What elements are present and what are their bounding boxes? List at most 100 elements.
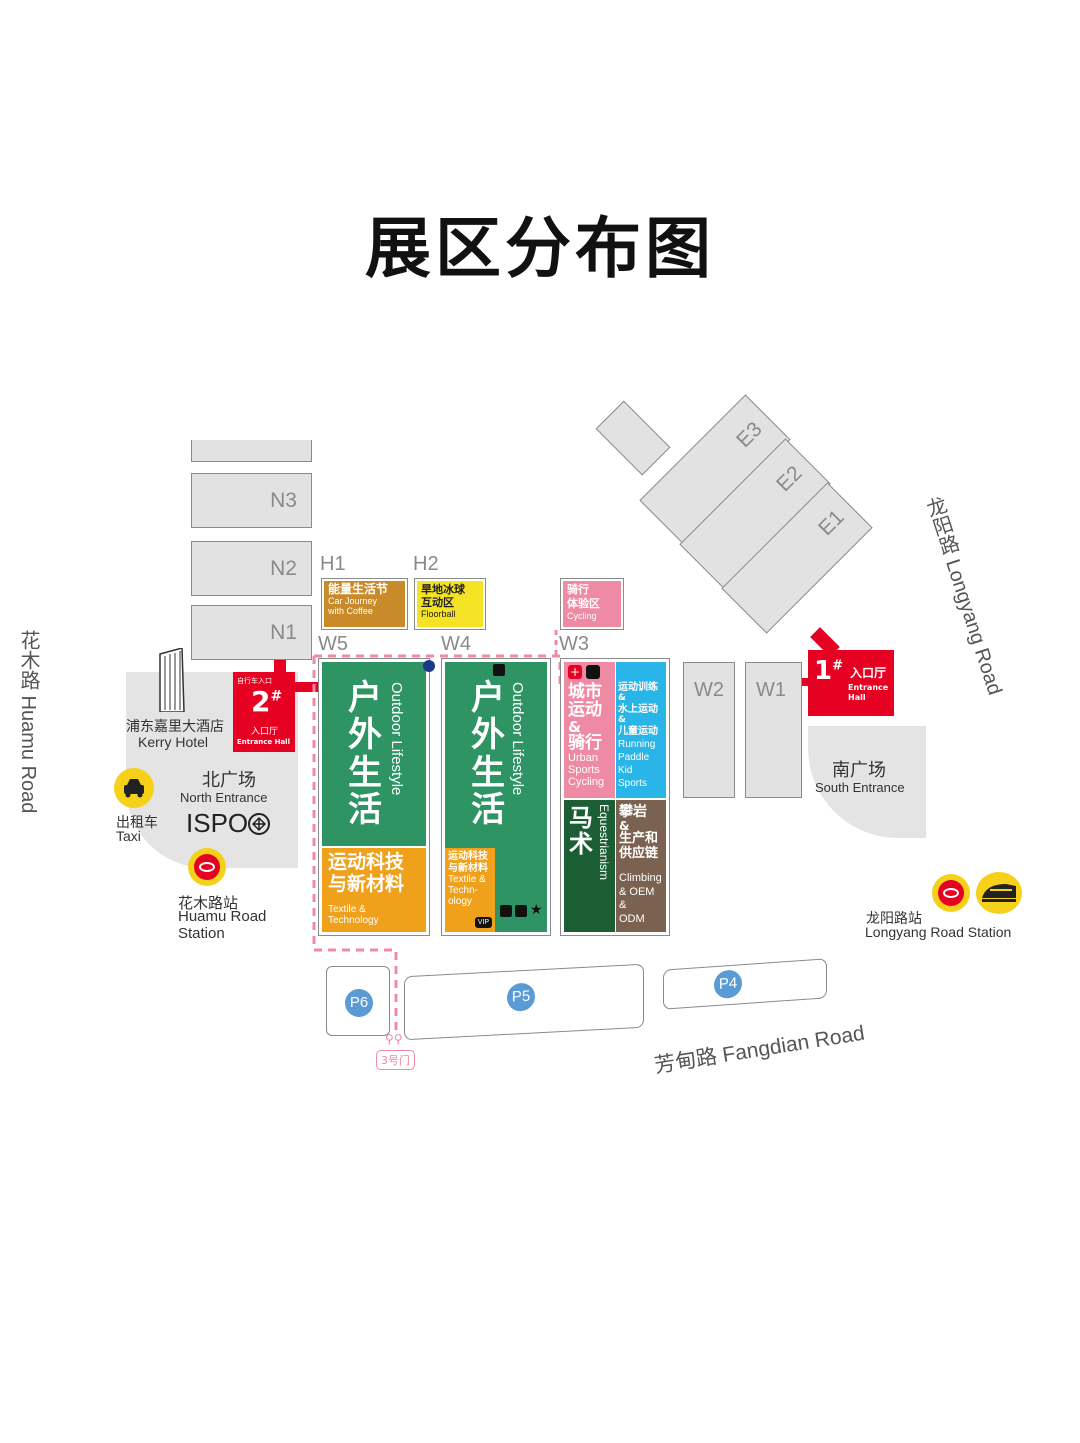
zone-w3-equest-en: Equestrianism: [597, 804, 611, 881]
hall-w4[interactable]: 户外生活 Outdoor Lifestyle 运动科技 与新材料 Textile…: [441, 658, 551, 936]
zone-w3-running[interactable]: 运动训练 & 水上运动 & 儿童运动 Running Paddle Kid Sp…: [616, 662, 666, 798]
zone-w3-urban-en1: Urban: [568, 752, 598, 765]
zone-h2-en: Floorball: [421, 609, 456, 620]
hall-n1[interactable]: N1: [191, 605, 312, 660]
kerry-hotel-cn: 浦东嘉里大酒店: [126, 718, 224, 734]
metro-icon-longyang: [932, 874, 970, 912]
parking-p4-badge: P4: [714, 969, 742, 1000]
hall-n1-label: N1: [270, 620, 297, 644]
restroom-icon: [586, 665, 600, 679]
entrance-2[interactable]: 自行车入口 2# 入口厅 Entrance Hall: [233, 672, 295, 752]
gate-3[interactable]: 3号门: [376, 1050, 415, 1070]
hall-w2[interactable]: W2: [683, 662, 735, 798]
zone-w3-run-cn1: 运动训练: [618, 682, 658, 693]
parking-p6[interactable]: P6: [326, 966, 390, 1036]
north-entrance-en: North Entrance: [180, 790, 268, 805]
hall-n2-label: N2: [270, 556, 297, 580]
zone-w5-textile-cn2: 与新材料: [328, 872, 405, 895]
zone-w3-run-cn5: 儿童运动: [618, 725, 658, 737]
hall-w5[interactable]: 户外生活 Outdoor Lifestyle 运动科技 与新材料 Textile…: [318, 658, 430, 936]
entrance-2-hash: #: [270, 688, 283, 705]
zone-w5-outdoor-en: Outdoor Lifestyle: [388, 682, 405, 796]
zone-cycling[interactable]: 骑行 体验区 Cycling: [560, 578, 624, 630]
hall-w1-label: W1: [756, 679, 786, 701]
zone-w3-urban-cn1: 城市: [568, 682, 602, 702]
zone-w5-textile-en1: Textile &: [328, 903, 366, 915]
zone-w3-climb-cn1: 攀岩: [619, 804, 647, 820]
parking-p5[interactable]: P5: [404, 963, 644, 1041]
stage-icon: [493, 664, 505, 676]
vip-badge: VIP: [474, 917, 492, 928]
parking-p5-badge: P5: [507, 982, 535, 1012]
zone-w3-run-en3: Kid Sports: [618, 764, 647, 789]
hall-partial-top: [191, 440, 312, 462]
zone-w3-urban-cn3: &: [568, 717, 582, 736]
zone-w3-climb-cn3: 生产和: [619, 831, 659, 847]
entrance-1[interactable]: 1# 入口厅 Entrance Hall: [808, 650, 894, 716]
zone-h2-cn1: 旱地冰球: [421, 583, 465, 596]
entrance-2-stub: [274, 660, 286, 674]
taxi-icon: [114, 768, 154, 808]
hall-h1-label: H1: [320, 553, 346, 575]
entrance-2-cn: 入口厅: [251, 727, 279, 737]
huamu-station-en1: Huamu Road: [178, 908, 267, 925]
train-icon: [976, 872, 1022, 914]
zone-cycling-cn1: 骑行: [567, 583, 589, 596]
hall-n2[interactable]: N2: [191, 541, 312, 596]
zone-cycling-fill: 骑行 体验区 Cycling: [563, 581, 621, 627]
zone-w5-textile[interactable]: 运动科技 与新材料 Textile & Technology: [322, 848, 426, 932]
entrance-1-hash: #: [832, 658, 843, 674]
zone-w5-textile-en2: Technology: [328, 914, 379, 926]
ispo-label: ISPO: [186, 808, 249, 838]
huamu-station-en2: Station: [178, 925, 225, 942]
zone-h2[interactable]: 旱地冰球 互动区 Floorball: [414, 578, 486, 630]
hall-n3[interactable]: N3: [191, 473, 312, 528]
hall-n3-label: N3: [270, 488, 297, 512]
star-icon: ★: [530, 902, 543, 918]
entrance-1-cn: 入口厅: [850, 666, 887, 680]
hall-w1[interactable]: W1: [745, 662, 802, 798]
zone-w3-run-en1: Running: [618, 738, 656, 750]
zone-w3-climb-en1: Climbing: [619, 871, 662, 884]
zone-w4-textile[interactable]: 运动科技 与新材料 Textile & Techn- ology VIP: [445, 848, 495, 932]
zone-w5-textile-cn1: 运动科技: [328, 851, 405, 873]
entrance-2-connector: [295, 682, 321, 692]
hall-w5-label: W5: [318, 633, 348, 655]
zone-w3-equest-cn2: 术: [569, 830, 593, 858]
hall-h2-label: H2: [413, 553, 439, 575]
hall-w4-label: W4: [441, 633, 471, 655]
longyang-station-en: Longyang Road Station: [865, 924, 1012, 940]
trophy-icon: [500, 905, 512, 917]
zone-w3-equest[interactable]: 马 术 Equestrianism: [564, 800, 615, 932]
zone-h1-fill: 能量生活节 Car Journey with Coffee: [324, 581, 405, 627]
zone-w3-climb-en2: & OEM &: [619, 885, 655, 912]
zone-w3-urban[interactable]: 城市 运动 & 骑行 Urban Sports Cycling +: [564, 662, 615, 798]
stage-icon-2: [515, 905, 527, 917]
zone-h1-cn: 能量生活节: [328, 582, 389, 596]
zone-h1[interactable]: 能量生活节 Car Journey with Coffee: [321, 578, 408, 630]
entrance-2-en: Entrance Hall: [237, 738, 290, 746]
zone-h1-en2: with Coffee: [328, 605, 373, 616]
zone-w5-outdoor[interactable]: 户外生活 Outdoor Lifestyle: [322, 662, 426, 846]
south-entrance-en: South Entrance: [815, 780, 905, 795]
zone-w4-textile-cn2: 与新材料: [448, 862, 488, 874]
entrance-2-top: 自行车入口: [237, 677, 272, 685]
zone-w3-equest-cn1: 马: [569, 804, 593, 832]
zone-w3-urban-en2: Sports: [568, 763, 600, 776]
hall-w3[interactable]: 城市 运动 & 骑行 Urban Sports Cycling + 运动训练 &…: [560, 658, 670, 936]
zone-cycling-cn2: 体验区: [567, 596, 600, 610]
entrance-1-en2: Hall: [848, 693, 866, 702]
hotel-building-icon: [156, 647, 188, 713]
zone-w3-urban-cn2: 运动: [568, 699, 602, 720]
zone-w3-run-en2: Paddle: [618, 751, 650, 763]
venue-map: 花木路 Huamu Road 龙阳路 Longyang Road 芳甸路 Fan…: [0, 394, 1080, 1130]
zone-cycling-en: Cycling: [567, 610, 597, 621]
zone-w3-climb-cn4: 供应链: [619, 846, 659, 862]
zone-w4-outdoor-cn: 户外生活: [471, 678, 505, 831]
page-title: 展区分布图: [365, 210, 715, 287]
zone-w4-textile-en3: ology: [448, 896, 472, 907]
entrance-1-en1: Entrance: [848, 683, 889, 692]
bicycle-icon: ⚲⚲: [385, 1032, 403, 1046]
zone-w3-climb[interactable]: 攀岩 & 生产和 供应链 Climbing & OEM & ODM: [616, 800, 666, 932]
zone-w3-climb-en3: ODM: [619, 913, 645, 926]
